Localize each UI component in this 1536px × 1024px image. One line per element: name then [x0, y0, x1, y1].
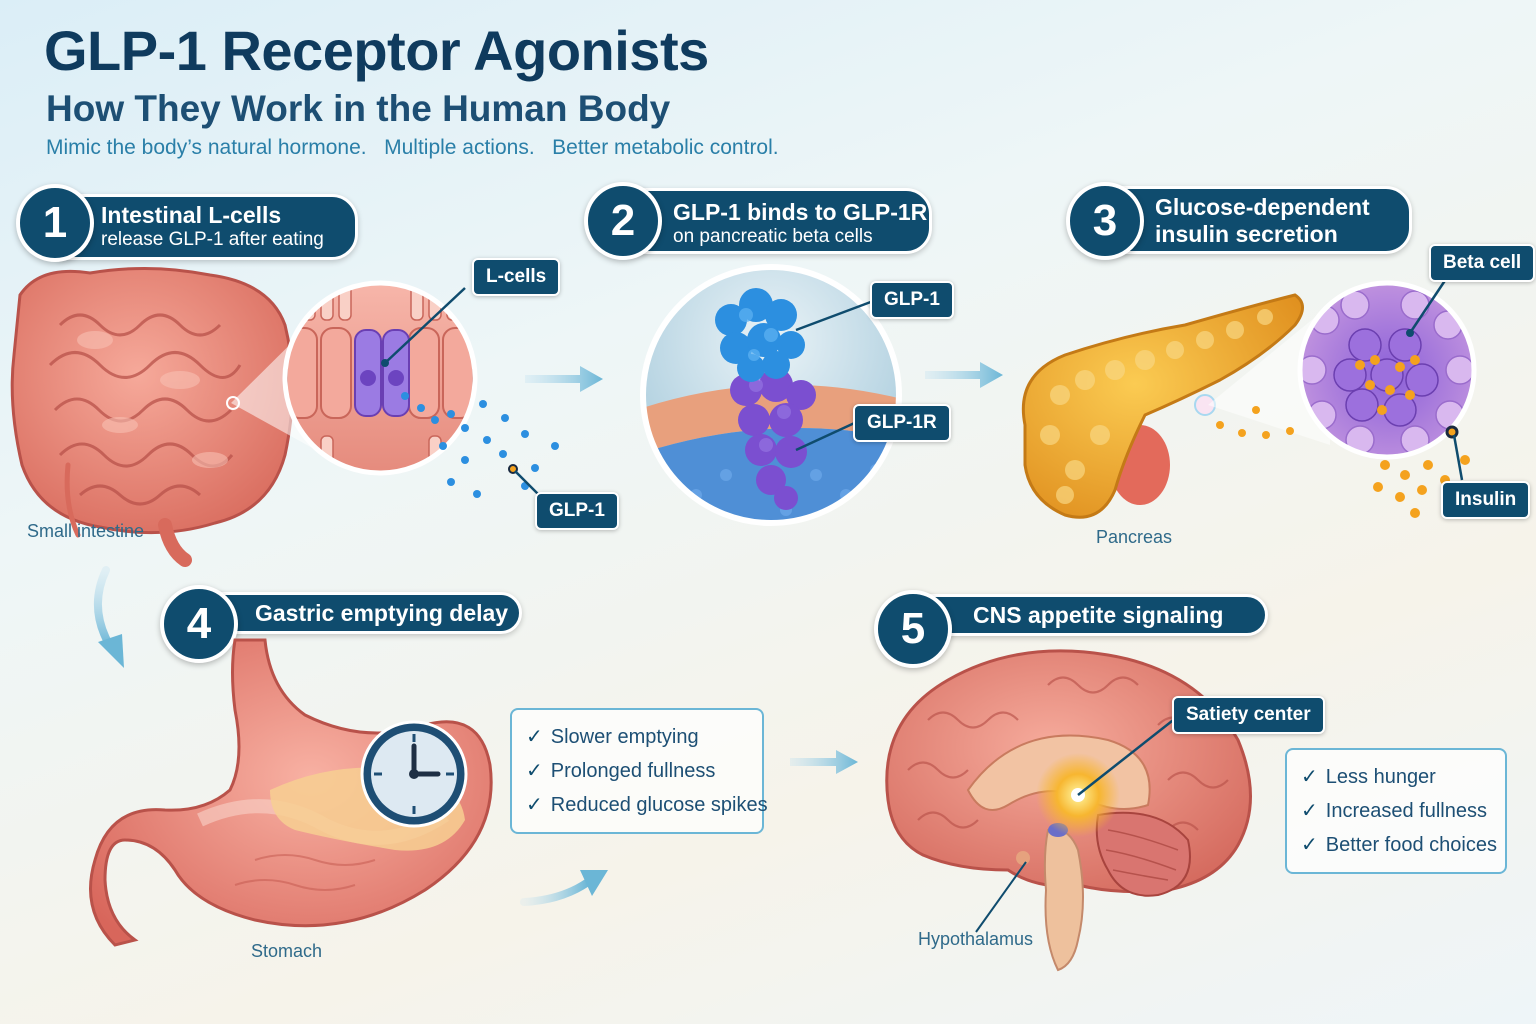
beta-cell-magnified-view	[1208, 272, 1477, 518]
arrow-step1-to-step2	[525, 366, 603, 392]
page-tagline: Mimic the body’s natural hormone. Multip…	[46, 136, 779, 159]
step-1-pill: Intestinal L-cells release GLP-1 after e…	[58, 194, 358, 260]
check-icon: ✓	[1301, 834, 1318, 856]
step-2-pill: GLP-1 binds to GLP-1R on pancreatic beta…	[622, 188, 932, 254]
tag-glp1-released: GLP-1	[535, 492, 619, 530]
step-3-pill: Glucose-dependent insulin secretion	[1106, 186, 1412, 254]
l-cells-magnified-view	[226, 280, 559, 498]
gastric-effect-item: ✓Reduced glucose spikes	[526, 794, 768, 816]
step-5-number: 5	[874, 590, 952, 668]
arrow-step1-to-step4	[94, 566, 124, 668]
page-subtitle: How They Work in the Human Body	[46, 88, 671, 129]
appetite-effect-item: ✓Better food choices	[1301, 834, 1497, 856]
brain-illustration	[885, 649, 1252, 972]
gastric-effect-item: ✓Slower emptying	[526, 726, 699, 748]
label-hypothalamus: Hypothalamus	[918, 929, 1034, 949]
tag-beta-cell: Beta cell	[1429, 244, 1536, 282]
step-2-detail: on pancreatic beta cells	[673, 226, 873, 247]
tag-l-cells: L-cells	[472, 258, 561, 296]
arrow-stomach-to-brain	[520, 870, 608, 906]
small-intestine-illustration	[10, 266, 294, 567]
check-icon: ✓	[526, 794, 543, 816]
check-icon: ✓	[526, 726, 543, 748]
appetite-effect-item: ✓Increased fullness	[1301, 800, 1487, 822]
check-icon: ✓	[526, 760, 543, 782]
tag-satiety-center: Satiety center	[1172, 696, 1325, 734]
step-3-number: 3	[1066, 182, 1144, 260]
clock-icon	[360, 720, 468, 828]
gastric-effect-item: ✓Prolonged fullness	[526, 760, 716, 782]
step-1-number: 1	[16, 184, 94, 262]
step-4-pill: Gastric emptying delay	[200, 592, 522, 634]
step-4-number: 4	[160, 585, 238, 663]
check-icon: ✓	[1301, 766, 1318, 788]
tag-glp1r: GLP-1R	[853, 404, 951, 442]
step-3-detail: insulin secretion	[1155, 221, 1338, 247]
pancreas-illustration	[1021, 293, 1304, 519]
check-icon: ✓	[1301, 800, 1318, 822]
step-5-title: CNS appetite signaling	[973, 601, 1224, 628]
step-3-title: Glucose-dependent	[1155, 194, 1370, 220]
receptor-binding-illustration	[640, 264, 902, 526]
tag-glp1-bound: GLP-1	[870, 281, 954, 319]
step-2-title: GLP-1 binds to GLP-1R	[673, 199, 928, 225]
step-1-title: Intestinal L-cells	[101, 202, 282, 228]
label-stomach: Stomach	[251, 941, 323, 961]
label-pancreas: Pancreas	[1096, 527, 1173, 547]
step-5-pill: CNS appetite signaling	[914, 594, 1268, 636]
step-2-number: 2	[584, 182, 662, 260]
arrow-step4-to-step5	[790, 750, 858, 774]
page-title: GLP-1 Receptor Agonists	[44, 19, 709, 82]
step-4-title: Gastric emptying delay	[255, 599, 509, 626]
appetite-effect-item: ✓Less hunger	[1301, 766, 1436, 788]
tag-insulin: Insulin	[1441, 481, 1531, 519]
gastric-effects-box: ✓Slower emptying ✓Prolonged fullness ✓Re…	[510, 708, 768, 834]
appetite-effects-box: ✓Less hunger ✓Increased fullness ✓Better…	[1285, 748, 1507, 874]
arrow-step2-to-step3	[925, 362, 1003, 388]
label-small-intestine: Small intestine	[27, 521, 145, 541]
step-1-detail: release GLP-1 after eating	[101, 229, 324, 250]
